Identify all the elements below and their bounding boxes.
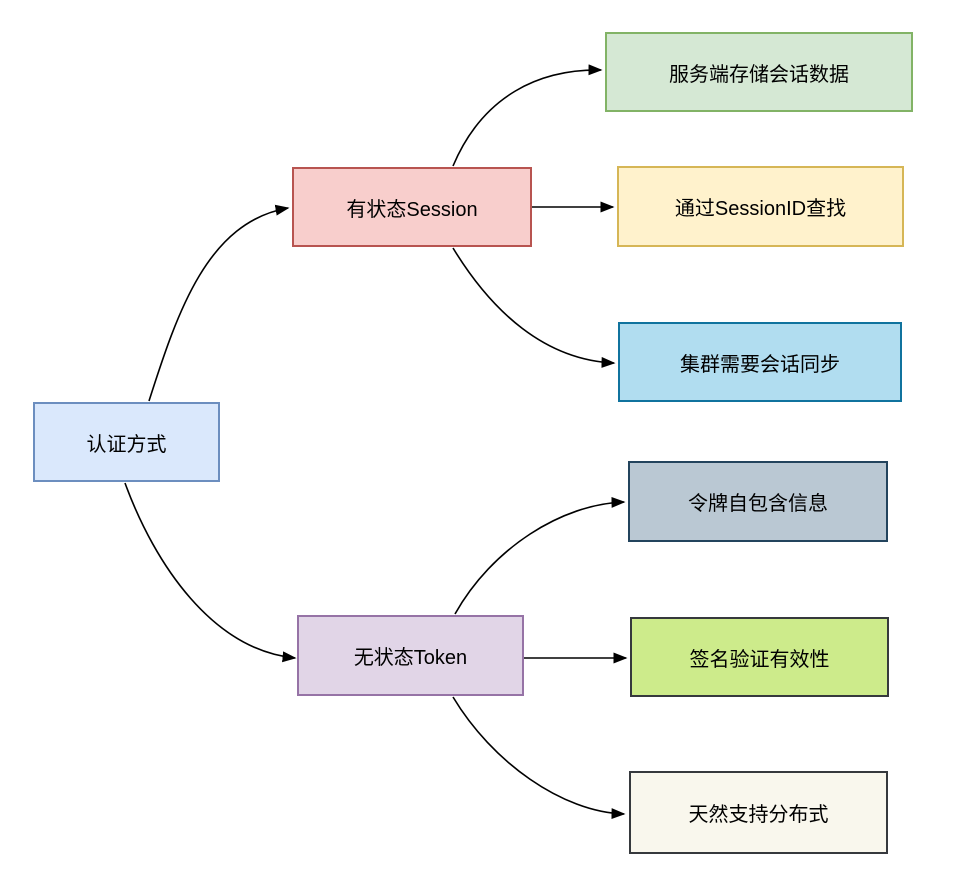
node-cluster-session-sync: 集群需要会话同步 [618,322,902,402]
node-server-stores-session-data: 服务端存储会话数据 [605,32,913,112]
node-token-self-contained-info-label: 令牌自包含信息 [688,493,828,515]
node-stateless-token: 无状态Token [297,615,524,696]
node-signature-validity-label: 签名验证有效性 [689,648,830,671]
node-server-stores-session-data-label: 服务端存储会话数据 [669,63,849,86]
node-signature-validity: 签名验证有效性 [630,617,889,697]
node-stateful-session-label: 有状态Session [346,198,478,221]
edge-root-to-session [148,204,290,402]
node-find-by-sessionid-label: 通过SessionID查找 [674,198,847,220]
node-stateful-session: 有状态Session [292,167,532,247]
edge-session-to-server-storage [452,64,603,167]
node-auth-method: 认证方式 [33,402,220,482]
edge-token-to-distributed [452,696,626,820]
node-cluster-session-sync-label: 集群需要会话同步 [680,353,840,376]
edge-root-to-token [124,482,297,663]
node-distributed-support-label: 天然支持分布式 [688,804,829,826]
node-find-by-sessionid: 通过SessionID查找 [617,166,904,247]
edge-session-to-cluster-sync [452,247,616,368]
node-token-self-contained-info: 令牌自包含信息 [628,461,888,542]
edge-token-to-self-contained [454,496,626,615]
node-auth-method-label: 认证方式 [86,433,167,456]
node-distributed-support: 天然支持分布式 [629,771,888,854]
node-stateless-token-label: 无状态Token [353,647,468,669]
